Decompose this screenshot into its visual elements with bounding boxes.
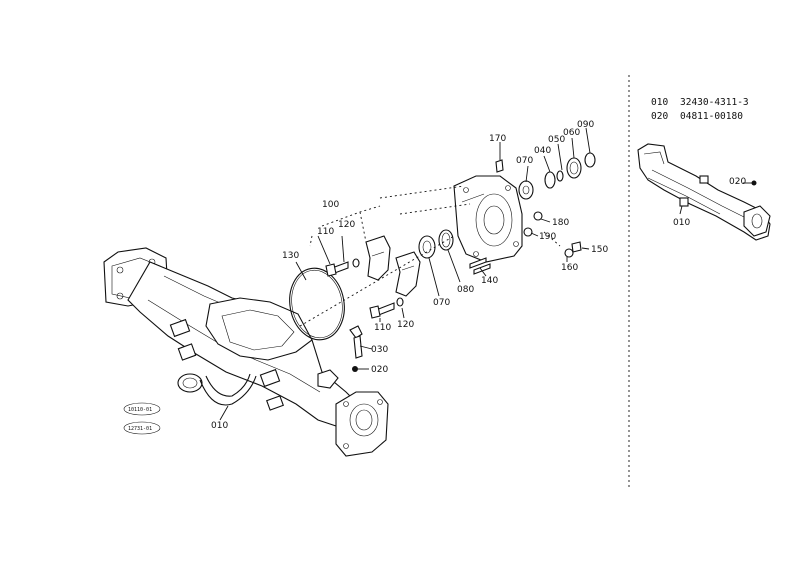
callout-140: 140 [481,276,498,286]
washer-lower-part[interactable] [396,297,404,307]
nut-160-part[interactable] [564,248,574,258]
callout-040: 040 [534,146,551,156]
breather-030-part[interactable] [349,325,363,359]
callout-080: 080 [457,285,474,295]
callout-150: 150 [591,245,608,255]
callout-060: 060 [563,128,580,138]
callout-160: 160 [561,263,578,273]
ring-050-part[interactable] [556,170,564,182]
plug-190-part[interactable] [523,227,533,237]
parts-list-number-1: 32430-4311-3 [680,97,749,108]
callout-100: 100 [322,200,339,210]
parts-list: 010 32430-4311-3 020 04811-00180 [651,97,749,122]
bearing-060-part[interactable] [566,157,582,179]
nut-180-part[interactable] [533,211,543,221]
seal-090-part[interactable] [584,152,596,168]
callout-120-top: 120 [338,220,355,230]
main-callouts: 010 020 030 040 050 060 070 070 080 090 … [211,120,608,431]
callout-120-bottom: 120 [397,320,414,330]
callout-180: 180 [552,218,569,228]
inset-axle-housing[interactable] [637,143,771,241]
differential-case-part[interactable] [453,175,523,263]
plug-020-part[interactable] [352,366,358,372]
callout-070-top: 070 [516,156,533,166]
bolt-150-part[interactable] [571,241,582,253]
leader-lines [219,127,591,421]
callout-110-bottom: 110 [374,323,391,333]
gasket-ring-part[interactable] [284,264,350,344]
bearing-cap-part[interactable] [365,235,421,297]
inset-callouts: 010 020 [673,177,746,228]
bearing-080-part[interactable] [438,229,454,251]
parts-list-no-2: 020 [651,111,668,122]
washer-upper-part[interactable] [352,258,360,268]
callout-020: 020 [371,365,388,375]
callout-190: 190 [539,232,556,242]
ring-040-part[interactable] [544,171,556,189]
svg-text:10110-01: 10110-01 [128,407,152,413]
bolt-upper-part[interactable] [325,261,349,277]
callout-010: 010 [211,421,228,431]
stamp-2: 12731-01 [123,421,161,435]
callout-050: 050 [548,135,565,145]
parts-list-number-2: 04811-00180 [680,111,743,122]
callout-170: 170 [489,134,506,144]
callout-110-top: 110 [317,227,334,237]
bolt-lower-part[interactable] [369,302,395,319]
stud-140-part[interactable] [469,257,491,275]
svg-text:12731-01: 12731-01 [128,426,152,432]
callout-090: 090 [577,120,594,130]
inset-callout-020: 020 [729,177,746,187]
bearing-070-right-part[interactable] [518,180,534,200]
axle-housing-part[interactable] [103,247,389,457]
callout-070-bottom: 070 [433,298,450,308]
stamp-1: 10110-01 [123,402,161,416]
parts-list-no-1: 010 [651,97,668,108]
inset-callout-010: 010 [673,218,690,228]
callout-030: 030 [371,345,388,355]
screw-170-part[interactable] [495,159,504,173]
callout-130: 130 [282,251,299,261]
